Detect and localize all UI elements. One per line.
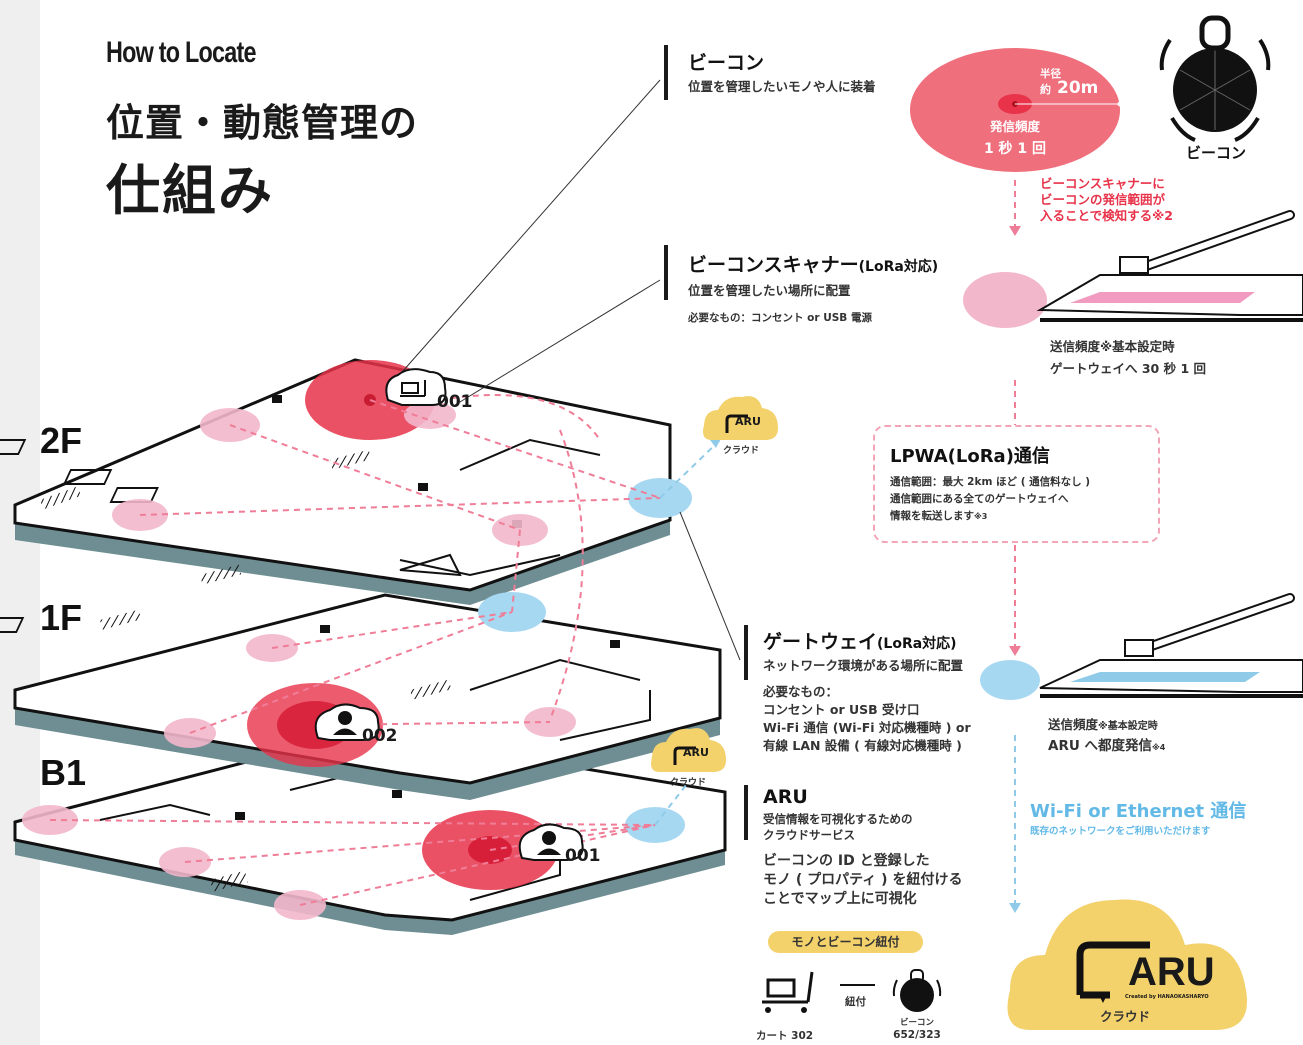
gateway-send-freq-footnote: ※4 xyxy=(1152,743,1166,752)
beacon-desc: 位置を管理したいモノや人に装着 xyxy=(688,79,876,94)
gateway-section-bar xyxy=(744,625,748,680)
lpwa-box xyxy=(873,425,1160,543)
beacon-detect-note-line1: ビーコンスキャナーに xyxy=(1040,176,1165,191)
gateway-desc: ネットワーク環境がある場所に配置 xyxy=(763,658,964,673)
floor-label-b1: B1 xyxy=(40,752,87,793)
cloud-small-label: クラウド xyxy=(723,446,760,456)
scanner-send-freq-value: ゲートウェイへ 30 秒 1 回 xyxy=(1050,361,1207,376)
beacon-freq-label: 発信頻度 xyxy=(989,119,1040,134)
gateway-needs-line4: 有線 LAN 設備 ( 有線対応機種時 ) xyxy=(763,738,962,753)
gateway-needs-line3: Wi-Fi 通信 (Wi-Fi 対応機種時 ) or xyxy=(763,720,971,735)
person-icon xyxy=(518,823,584,861)
beacon-area-diagram xyxy=(910,48,1123,172)
scanner-heading: ビーコンスキャナー(LoRa対応) xyxy=(688,250,938,277)
cloud-links xyxy=(654,439,721,826)
floor-label-2f: 2F xyxy=(40,420,83,461)
aru-link-label: 紐付 xyxy=(845,996,866,1008)
aru-body-line2: モノ ( プロパティ ) を紐付ける xyxy=(763,872,963,888)
cart-icon xyxy=(385,368,447,406)
beacon-detect-note-line3: 入ることで検知する※2 xyxy=(1040,208,1173,223)
aru-beacon-id: 652/323 xyxy=(893,1029,941,1041)
cloud-big-label: クラウド xyxy=(1100,1009,1151,1024)
cloud-icon xyxy=(651,728,726,772)
scanner-heading-text: ビーコンスキャナー xyxy=(688,254,859,276)
cart-icon xyxy=(762,971,814,1013)
scanner-send-freq: 送信頻度※基本設定時 xyxy=(1050,338,1175,355)
scanner-device xyxy=(963,210,1303,328)
gateway-heading: ゲートウェイ(LoRa対応) xyxy=(763,627,957,654)
lpwa-line3-text: 情報を転送します xyxy=(890,510,974,522)
aru-desc: 受信情報を可視化するための クラウドサービス xyxy=(763,811,913,843)
gateway-needs: 必要なもの： コンセント or USB 受け口 Wi-Fi 通信 (Wi-Fi … xyxy=(763,683,971,755)
cloud-small-logo-b1: ARU xyxy=(683,746,709,759)
leader-lines xyxy=(394,79,741,661)
lpwa-line1: 通信範囲：最大 2km ほど ( 通信料なし ) xyxy=(890,476,1091,488)
gateway-heading-text: ゲートウェイ xyxy=(763,631,878,653)
marker-label-1f: 002 xyxy=(362,726,398,746)
floor-links xyxy=(49,394,661,906)
antenna-icon xyxy=(1124,593,1295,657)
antenna-icon xyxy=(1119,210,1295,275)
wifi-heading: Wi-Fi or Ethernet 通信 xyxy=(1030,801,1247,822)
cloud-icon xyxy=(1007,899,1247,1030)
gateway-needs-line2: コンセント or USB 受け口 xyxy=(763,702,920,717)
aru-beacon-label: ビーコン xyxy=(899,1018,934,1028)
lpwa-note: ※3 xyxy=(974,512,988,521)
floor-label-1f: 1F xyxy=(40,597,83,638)
cloud-big-logo: ARU xyxy=(1128,950,1215,994)
person-icon xyxy=(314,703,380,741)
aru-cart-label: カート 302 xyxy=(756,1030,814,1042)
lpwa-heading: LPWA(LoRa)通信 xyxy=(890,446,1050,467)
cloud-small-label-b1: クラウド xyxy=(670,778,707,788)
lpwa-lines: 通信範囲：最大 2km ほど ( 通信料なし ) 通信範囲にある全てのゲートウェ… xyxy=(890,474,1090,525)
aru-desc-line2: クラウドサービス xyxy=(763,828,855,842)
aru-pill: モノとビーコン紐付 xyxy=(768,931,923,953)
gateway-send-freq-value: ARU へ都度発信 xyxy=(1048,738,1153,754)
scanner-send-freq-note: ※基本設定時 xyxy=(1100,339,1175,354)
scanner-section-bar xyxy=(664,245,668,300)
beacon-detect-note: ビーコンスキャナーに ビーコンの発信範囲が 入ることで検知する※2 xyxy=(1040,176,1173,224)
aru-desc-line1: 受信情報を可視化するための xyxy=(763,812,913,826)
title-jp-line1: 位置・動態管理の xyxy=(106,101,419,145)
aru-heading: ARU xyxy=(763,786,808,808)
gateway-device xyxy=(980,593,1303,700)
scanner-heading-suffix: (LoRa対応) xyxy=(858,259,939,275)
aru-body-line1: ビーコンの ID と登録した xyxy=(763,853,930,869)
aru-section-bar xyxy=(744,785,748,840)
beacon-radius-prefix: 約 xyxy=(1040,83,1051,96)
aru-body: ビーコンの ID と登録した モノ ( プロパティ ) を紐付ける ことでマップ… xyxy=(763,852,962,909)
aru-body-line3: ことでマップ上に可視化 xyxy=(763,891,917,907)
beacon-icon xyxy=(892,969,942,1012)
scanner-needs: 必要なもの：コンセント or USB 電源 xyxy=(688,312,872,324)
gateway-send-freq-label: 送信頻度 xyxy=(1048,717,1099,732)
gateway-needs-line1: 必要なもの： xyxy=(763,684,839,699)
cloud-icon xyxy=(703,396,778,440)
marker-label-2f: 001 xyxy=(437,392,473,412)
lpwa-line2: 通信範囲にある全てのゲートウェイへ xyxy=(890,493,1069,505)
gateway-heading-suffix: (LoRa対応) xyxy=(877,636,957,652)
wifi-sub: 既存のネットワークをご利用いただけます xyxy=(1030,826,1211,837)
gateway-send-freq: 送信頻度※基本設定時 xyxy=(1048,716,1158,735)
scanner-desc: 位置を管理したい場所に配置 xyxy=(688,283,851,298)
beacon-section-bar xyxy=(664,45,668,100)
beacon-device-label: ビーコン xyxy=(1186,144,1247,162)
title-jp-line2: 仕組み xyxy=(106,159,274,222)
beacon-icon xyxy=(1159,15,1271,142)
beacon-freq-value: 1 秒 1 回 xyxy=(983,141,1047,157)
beacon-radius-label: 半径 xyxy=(1040,68,1061,80)
scanner-send-freq-label: 送信頻度 xyxy=(1050,339,1101,354)
marker-label-b1: 001 xyxy=(565,846,601,866)
lpwa-line3: 情報を転送します※3 xyxy=(890,508,1090,525)
gateway-send-freq-value-wrap: ARU へ都度発信※4 xyxy=(1048,738,1165,756)
title-en: How to Locate xyxy=(106,36,257,69)
beacon-detect-note-line2: ビーコンの発信範囲が xyxy=(1040,192,1166,207)
beacon-radius-value: 20m xyxy=(1057,78,1099,98)
beacon-heading: ビーコン xyxy=(688,52,765,74)
cloud-small-logo: ARU xyxy=(735,415,761,428)
cloud-big-credit: Created by HANAOKASHARYO xyxy=(1125,994,1209,1000)
gateway-send-freq-note: ※基本設定時 xyxy=(1098,721,1158,732)
